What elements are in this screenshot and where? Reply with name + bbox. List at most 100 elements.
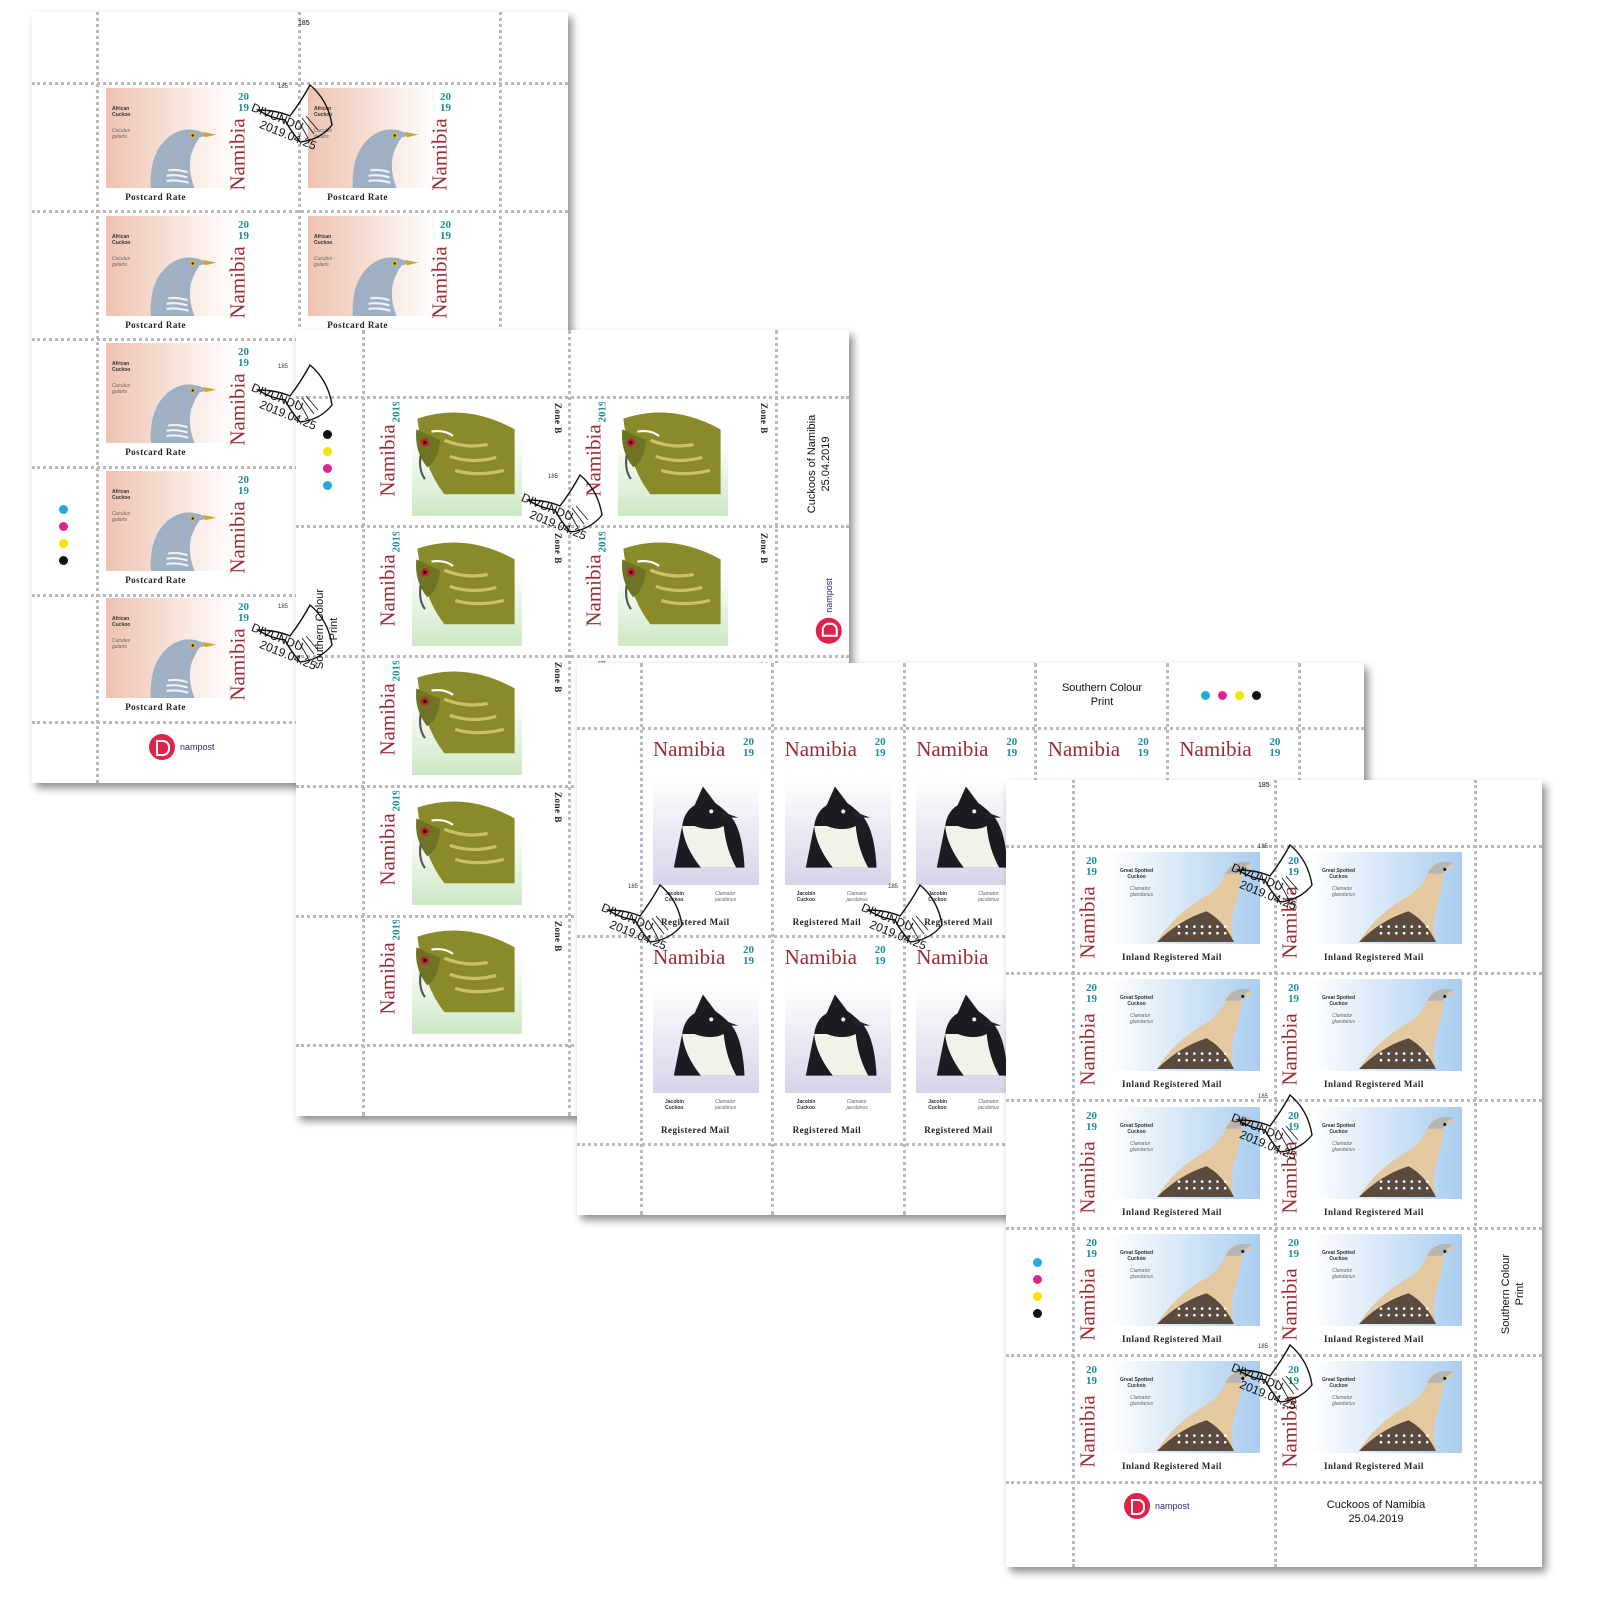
issue-title: Cuckoos of Namibia [1326,1499,1426,1511]
greatspotted-illustration [1359,1116,1456,1197]
latin-name-line1: Cuculus [314,255,333,262]
stamp: Namibia2019Chrysococcyx capriusDiderick … [570,532,770,650]
stamp-country: Namibia [1075,1013,1100,1086]
latin-name-line2: gularis [112,261,127,268]
stamp-country: Namibia [916,945,989,969]
perforation-row [296,655,849,658]
swallow-postmark-icon [1235,843,1313,903]
issue-title-block: Cuckoos of Namibia 25.04.2019 [1306,1498,1446,1526]
stamp-rate: Registered Mail [661,917,730,927]
stamp-artwork [653,973,759,1093]
perforation-column [1474,780,1477,1567]
stamp-country: Namibia [784,945,857,969]
stamp-rate: Registered Mail [924,1125,993,1135]
stamp-artwork [1310,852,1462,944]
diderick-illustration [416,671,515,754]
stamp-rate: Postcard Rate [327,192,388,202]
stamp-year: 2019 [390,920,403,941]
perforation-row [296,785,849,788]
greatspotted-illustration [1157,1243,1254,1324]
stamp-artwork [106,215,236,316]
stamp-rate: Inland Registered Mail [1324,1079,1424,1090]
stamp-artwork [1108,979,1260,1072]
latin-name-line2: gularis [112,389,127,395]
perforation-column [903,663,906,1215]
diderick-illustration [622,412,721,495]
common-name-line1: African [112,106,130,112]
registration-dot [1033,1258,1042,1267]
registration-dot [1033,1275,1042,1284]
stamp: Namibia2019Chrysococcyx capriusDiderick … [364,532,564,650]
stamp-artwork [1108,1361,1260,1454]
stamp: Namibia2019Chrysococcyx capriusDiderick … [364,920,564,1038]
sheet-number: 185 [298,20,310,27]
greatspotted-illustration [1359,989,1456,1070]
latin-name-line1: Cuculus [112,128,131,134]
stamp-country: Namibia [1075,886,1100,959]
stamp-artwork [106,343,236,443]
stamp-artwork [412,406,522,516]
registration-dot [1218,691,1227,700]
african-illustration [150,511,217,571]
common-name-line1: African [112,361,130,367]
nampost-logo-icon [1124,1493,1150,1519]
color-registration-bar [1197,687,1265,709]
stamp-country: Namibia [427,245,452,319]
stamp-rate: Zone B [759,532,769,564]
stamp-country: Namibia [581,553,606,627]
latin-name-line2: gularis [112,644,127,650]
postmark-number: 185 [278,84,289,90]
stamp-country: Namibia [225,245,250,319]
greatspotted-illustration [1359,1371,1456,1452]
stamp-country: Namibia [225,500,250,574]
stamp-rate: Inland Registered Mail [1122,952,1222,962]
nampost-logo-icon [149,734,175,760]
stamp-country: Namibia [1277,1013,1302,1086]
stamp-artwork [1108,1106,1260,1199]
diderick-illustration [416,801,515,883]
perforation-row [577,935,1364,938]
stamp-country: Namibia [1277,1268,1302,1341]
latin-name-line1: Cuculus [112,383,131,389]
stamp-country: Namibia [916,737,989,761]
species-common-name: Diderick Cuckoo [563,662,564,762]
stamp-rate: Inland Registered Mail [1324,1461,1424,1472]
common-name-line1: African [112,488,130,495]
printer-line2: Print [1514,1282,1526,1306]
printer-line2: Print [1090,696,1114,708]
registration-dot [323,430,332,439]
stamp-country: Namibia [225,628,250,701]
stamp-year: 2019 [596,402,609,423]
postmark-number: 185 [628,884,639,890]
common-name-line1: African [112,616,130,622]
registration-dot [1033,1292,1042,1301]
latin-name-line1: Cuculus [314,128,333,134]
